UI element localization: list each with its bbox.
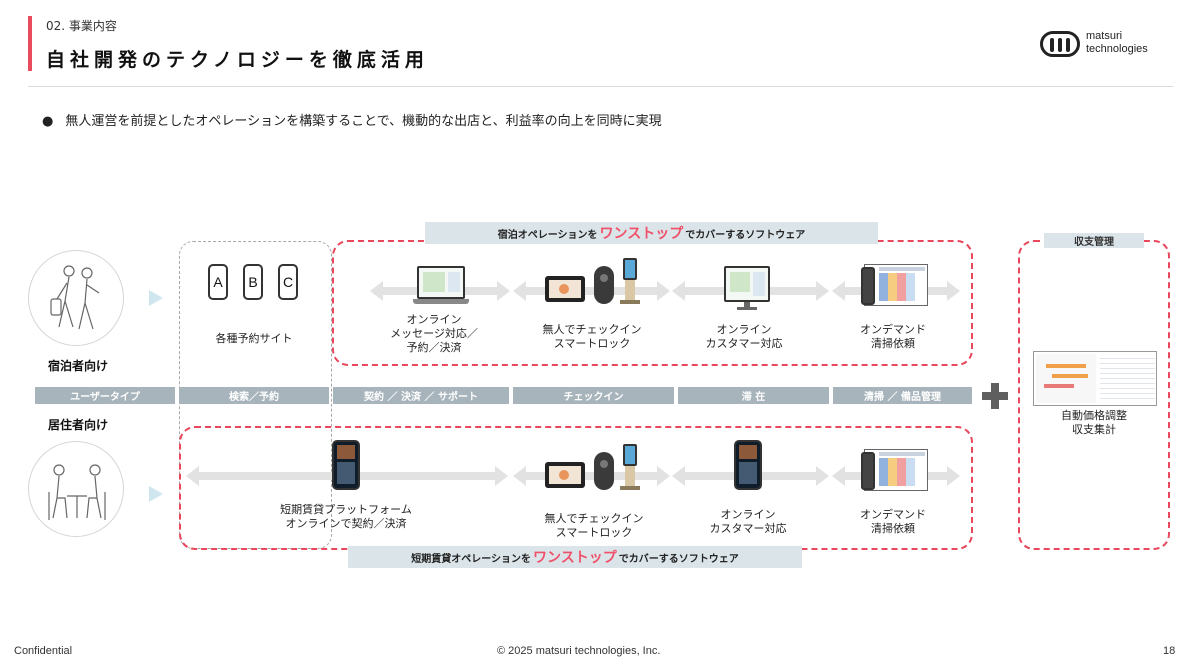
banner-text: でカバーするソフトウェア (618, 553, 739, 565)
smart-lock-icon (594, 452, 614, 490)
caption-line: 予約／決済 (406, 341, 462, 354)
caption-line: オンデマンド (860, 323, 926, 336)
flow-arrow (513, 466, 670, 486)
stage-cleaning-supplies: 清掃 ／ 備品管理 (833, 387, 972, 404)
customer-support-caption: オンライン カスタマー対応 (706, 323, 783, 351)
caption-line: オンライン (716, 323, 772, 336)
caption-line: 無人でチェックイン (544, 512, 644, 525)
logo-mark-icon (1040, 31, 1080, 57)
caption-line: カスタマー対応 (705, 337, 783, 350)
flow-arrow (513, 281, 670, 301)
caption-line: 自動価格調整 (1061, 409, 1127, 422)
dining-people-icon (48, 464, 106, 520)
online-message-caption: オンライン メッセージ対応／ 予約／決済 (390, 313, 478, 355)
plus-icon (991, 383, 999, 409)
checkin-tablet-icon (545, 462, 585, 488)
caption-line: 清掃依頼 (871, 522, 915, 535)
customer-support-monitor-icon (724, 266, 770, 310)
cleaning-schedule-icon (861, 264, 928, 306)
caption-line: メッセージ対応／ (390, 327, 478, 340)
logo-line-1: matsuri (1086, 30, 1123, 42)
stage-stay: 滞 在 (678, 387, 829, 404)
booking-site-c-icon: C (278, 264, 298, 300)
caption-line: 無人でチェックイン (542, 323, 642, 336)
caption-line: オンデマンド (860, 508, 926, 521)
revenue-banner: 収支管理 (1044, 233, 1144, 248)
logo-line-2: technologies (1086, 43, 1148, 55)
summary-text: 無人運営を前提としたオペレーションを構築することで、機動的な出店と、利益率の向上… (65, 114, 662, 129)
company-logo: matsuri technologies (1040, 28, 1168, 62)
caption-line: スマートロック (555, 526, 633, 539)
revenue-dashboard-icon (1033, 351, 1157, 406)
footer-confidential: Confidential (14, 645, 73, 657)
banner-emphasis: ワンストップ (599, 226, 684, 242)
caption-line: カスタマー対応 (709, 522, 787, 535)
rental-platform-phone-icon (332, 440, 360, 490)
banner-text: 宿泊オペレーションを (497, 229, 598, 241)
caption-line: オンライン (720, 508, 776, 521)
checkin-kiosk-icon (620, 444, 640, 490)
checkin-tablet-icon (545, 276, 585, 302)
cleaning-schedule-icon (861, 449, 928, 491)
user-type-stay: 宿泊者向け (48, 359, 109, 373)
smart-lock-icon (594, 266, 614, 304)
checkin-caption: 無人でチェックイン スマートロック (543, 323, 642, 351)
user-arrow-icon (149, 486, 163, 502)
stage-user-type: ユーザータイプ (35, 387, 175, 404)
booking-site-b-icon: B (243, 264, 263, 300)
customer-support-caption: オンライン カスタマー対応 (710, 508, 787, 536)
travelers-icon (50, 265, 100, 330)
header-divider (28, 86, 1173, 87)
stage-search-booking: 検索／予約 (179, 387, 329, 404)
customer-support-phone-icon (734, 440, 762, 490)
section-label: 02. 事業内容 (46, 19, 117, 33)
caption-line: 短期賃貸プラットフォーム (280, 503, 412, 516)
rental-platform-caption: 短期賃貸プラットフォーム オンラインで契約／決済 (280, 503, 412, 531)
booking-site-a-icon: A (208, 264, 228, 300)
banner-text: でカバーするソフトウェア (685, 229, 806, 241)
stay-software-banner: 宿泊オペレーションをワンストップでカバーするソフトウェア (425, 222, 878, 244)
checkin-kiosk-icon (620, 258, 640, 304)
booking-sites-label: 各種予約サイト (215, 332, 293, 345)
cleaning-caption: オンデマンド 清掃依頼 (860, 508, 926, 536)
caption-line: オンライン (406, 313, 462, 326)
cleaning-caption: オンデマンド 清掃依頼 (860, 323, 926, 351)
caption-line: スマートロック (553, 337, 631, 350)
page-number: 18 (1163, 645, 1176, 657)
banner-text: 短期賃貸オペレーションを (411, 553, 532, 565)
summary-bullet: ● 無人運営を前提としたオペレーションを構築することで、機動的な出店と、利益率の向… (42, 110, 662, 129)
footer-copyright: © 2025 matsuri technologies, Inc. (497, 645, 661, 657)
page-title: 自社開発のテクノロジーを徹底活用 (46, 49, 429, 71)
bullet-dot-icon: ● (42, 114, 54, 129)
caption-line: 収支集計 (1072, 423, 1116, 436)
title-accent-bar (28, 16, 32, 71)
messaging-laptop-icon (413, 266, 469, 304)
user-type-residence: 居住者向け (48, 418, 109, 432)
banner-emphasis: ワンストップ (533, 550, 617, 566)
travelers-illustration (28, 250, 124, 346)
caption-line: オンラインで契約／決済 (285, 517, 407, 530)
revenue-caption: 自動価格調整 収支集計 (1061, 409, 1127, 437)
checkin-caption: 無人でチェックイン スマートロック (545, 512, 644, 540)
residents-illustration (28, 441, 124, 537)
caption-line: 清掃依頼 (871, 337, 915, 350)
stage-checkin: チェックイン (513, 387, 674, 404)
stage-contract-payment-support: 契約 ／ 決済 ／ サポート (333, 387, 509, 404)
user-arrow-icon (149, 290, 163, 306)
rental-software-banner: 短期賃貸オペレーションをワンストップでカバーするソフトウェア (348, 546, 802, 568)
